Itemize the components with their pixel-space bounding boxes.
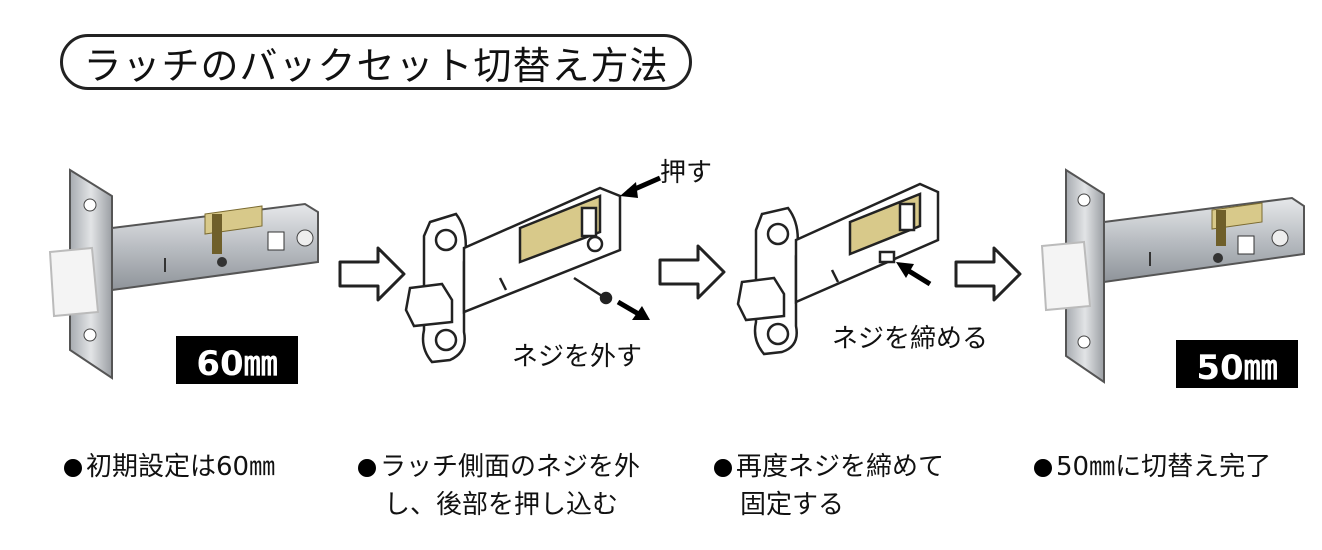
backset-50-badge: 50㎜ xyxy=(1176,340,1298,388)
latch-remove-screw-image xyxy=(404,186,622,364)
latch-tighten-screw-image xyxy=(736,182,940,356)
backset-60-badge: 60㎜ xyxy=(176,336,298,384)
right-arrow-icon xyxy=(658,244,726,300)
remove-screw-label: ネジを外す xyxy=(512,342,643,372)
tighten-arrow-icon xyxy=(896,262,932,287)
page-title: ラッチのバックセット切替え方法 xyxy=(83,43,669,88)
right-arrow-icon xyxy=(954,246,1022,302)
bullet-icon xyxy=(358,459,376,477)
push-label: 押す xyxy=(660,158,713,188)
bullet-icon xyxy=(64,459,82,477)
caption-step-1: 初期設定は60㎜ xyxy=(64,448,275,486)
latch-60mm-image xyxy=(48,168,319,380)
tighten-screw-label: ネジを締める xyxy=(832,324,989,354)
bullet-icon xyxy=(714,459,732,477)
push-arrow-icon xyxy=(620,175,662,198)
screw-out-arrow-icon xyxy=(616,299,650,320)
caption-step-2: ラッチ側面のネジを外 し、後部を押し込む xyxy=(358,448,640,524)
caption-step-4: 50㎜に切替え完了 xyxy=(1034,448,1271,486)
caption-step-3: 再度ネジを締めて 固定する xyxy=(714,448,944,524)
latch-50mm-image xyxy=(1040,168,1305,384)
right-arrow-icon xyxy=(338,246,406,302)
bullet-icon xyxy=(1034,459,1052,477)
title-banner: ラッチのバックセット切替え方法 xyxy=(60,34,692,90)
